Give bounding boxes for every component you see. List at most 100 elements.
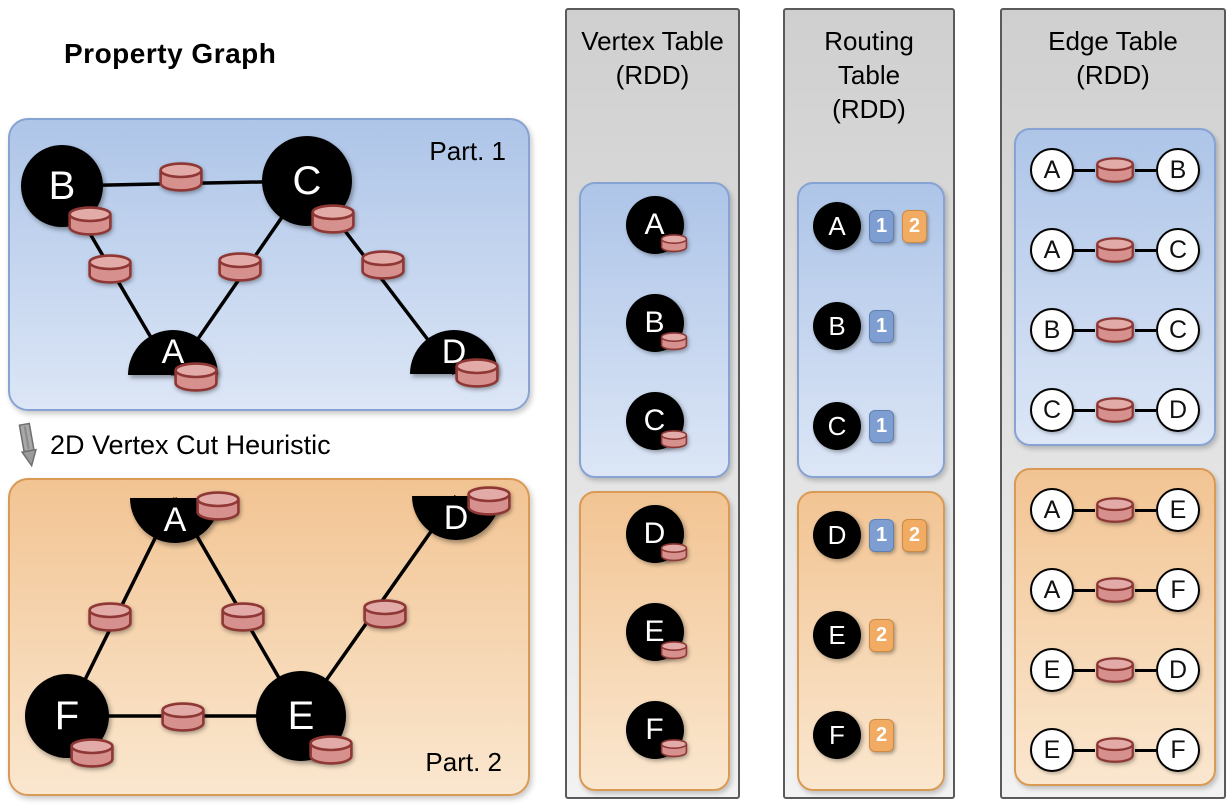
vertex-property-cylinder-icon — [466, 486, 512, 517]
edge-connector-line — [1074, 168, 1095, 172]
edge-property-cylinder-icon — [1095, 496, 1135, 524]
edge-connector-line — [1135, 328, 1156, 332]
vertex-property-cylinder-icon — [310, 204, 356, 235]
title-line: (RDD) — [1076, 60, 1150, 90]
edge-vertex-A: A — [1030, 228, 1074, 272]
routing-vertex-circle: C — [813, 402, 861, 450]
edge-property-cylinder-icon — [1095, 236, 1135, 264]
vertex-table-entry-F: F — [625, 701, 687, 759]
edge-property-cylinder-icon — [87, 602, 133, 633]
partition-1-badge: 1 — [869, 518, 894, 552]
edge-connector-line — [1135, 588, 1156, 592]
vertex-label: F — [54, 693, 80, 738]
edge-property-cylinder-icon — [158, 162, 204, 193]
edge-connector-line — [1074, 508, 1095, 512]
vertex-table-entry-B: B — [625, 294, 687, 352]
edge-connector-line — [1074, 588, 1095, 592]
edge-property-cylinder-icon — [1095, 576, 1135, 604]
vertex-property-cylinder-icon — [195, 491, 241, 522]
vertex-property-cylinder-icon — [660, 234, 688, 253]
vertex-property-cylinder-icon — [69, 738, 115, 769]
vertex-circle: C — [625, 392, 684, 450]
edge-connector-line — [1074, 408, 1095, 412]
edge-vertex-C: C — [1156, 308, 1200, 352]
title-line: Vertex Table — [581, 26, 724, 56]
edge-connector-line — [1135, 408, 1156, 412]
title-line: Edge Table — [1048, 26, 1178, 56]
vertex-property-cylinder-icon — [660, 739, 688, 758]
edge-connector-line — [1074, 248, 1095, 252]
partition-1-label: Part. 1 — [429, 136, 506, 166]
vertex-table-entry-A: A — [625, 196, 687, 254]
title-line: Routing — [824, 26, 914, 56]
routing-vertex-circle: A — [813, 202, 861, 250]
edge-connector-line — [1074, 668, 1095, 672]
routing-vertex-circle: D — [813, 511, 861, 559]
partition-1-badge: 1 — [869, 409, 894, 443]
edge-vertex-F: F — [1156, 728, 1200, 772]
edge-vertex-A: A — [1030, 148, 1074, 192]
vertex-property-cylinder-icon — [660, 332, 688, 351]
partition-1-badge: 1 — [869, 209, 894, 243]
partition-2-badge: 2 — [902, 209, 927, 243]
vertex-cut-annotation: 2D Vertex Cut Heuristic — [16, 422, 331, 468]
edge-vertex-B: B — [1030, 308, 1074, 352]
edge-vertex-B: B — [1156, 148, 1200, 192]
vertex-label: C — [292, 158, 322, 203]
edge-property-cylinder-icon — [1095, 656, 1135, 684]
edge-connector-line — [1135, 668, 1156, 672]
edge-connector-line — [1135, 748, 1156, 752]
edge-vertex-A: A — [1030, 568, 1074, 612]
edge-property-cylinder-icon — [160, 702, 206, 733]
edge-connector-line — [1074, 328, 1095, 332]
routing-vertex-circle: F — [813, 711, 861, 759]
title-line: (RDD) — [832, 94, 906, 124]
vertex-table-title: Vertex Table(RDD) — [567, 24, 738, 92]
vertex-property-cylinder-icon — [308, 735, 354, 766]
vertex-property-cylinder-icon — [454, 358, 500, 389]
edge-connector-line — [1074, 748, 1095, 752]
vertex-property-cylinder-icon — [660, 543, 688, 562]
edge-property-cylinder-icon — [217, 252, 263, 283]
edge-property-cylinder-icon — [1095, 736, 1135, 764]
vertex-property-cylinder-icon — [660, 430, 688, 449]
edge-property-cylinder-icon — [1095, 316, 1135, 344]
edge-vertex-D: D — [1156, 648, 1200, 692]
partition-2-label: Part. 2 — [425, 747, 502, 777]
edge-vertex-A: A — [1030, 488, 1074, 532]
vertex-label: D — [443, 498, 469, 537]
routing-vertex-circle: E — [813, 611, 861, 659]
edge-vertex-C: C — [1156, 228, 1200, 272]
edge-connector-line — [1135, 248, 1156, 252]
edge-connector-line — [1135, 508, 1156, 512]
edge-vertex-E: E — [1156, 488, 1200, 532]
edge-vertex-C: C — [1030, 388, 1074, 432]
vertex-table-entry-E: E — [625, 603, 687, 661]
down-arrow-pencil-icon — [18, 422, 37, 468]
edge-vertex-E: E — [1030, 648, 1074, 692]
partition-2-badge: 2 — [902, 518, 927, 552]
edge-property-cylinder-icon — [362, 599, 408, 630]
partition-2-badge: 2 — [869, 618, 894, 652]
edge-property-cylinder-icon — [87, 254, 133, 285]
